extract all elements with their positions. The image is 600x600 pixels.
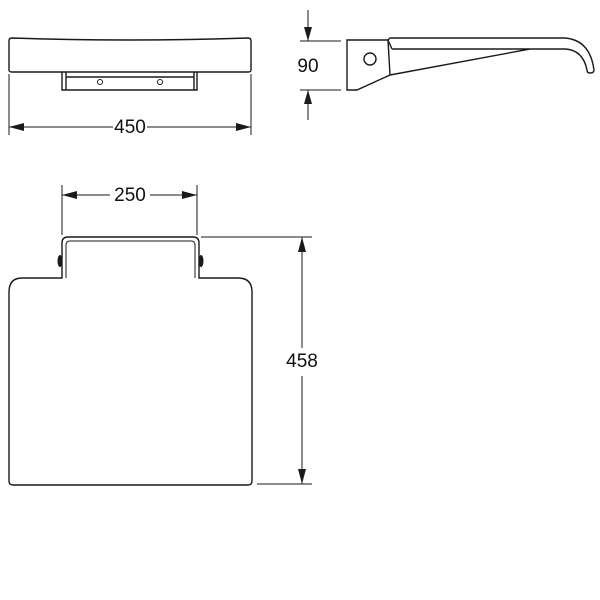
arrowhead [236, 123, 251, 131]
dimension-label-90: 90 [297, 56, 318, 77]
dimension-label-458: 458 [286, 351, 318, 372]
arrowhead [304, 27, 312, 41]
wall-plate-side [346, 39, 391, 91]
arrowhead [9, 123, 24, 131]
seat-plan-outline [8, 236, 253, 486]
mounting-hole [363, 52, 377, 66]
hinge-knob [57, 255, 63, 267]
arrowhead [298, 237, 306, 252]
front-view: 450 [8, 37, 252, 138]
screw-hole [157, 79, 163, 85]
side-view: 90 [297, 10, 595, 120]
dimension-label-450: 450 [114, 117, 146, 138]
bracket-front [61, 72, 198, 91]
dimension-lines-250 [61, 185, 198, 235]
arrowhead [304, 90, 312, 104]
arrowhead [298, 469, 306, 484]
arrowhead [182, 191, 197, 199]
bracket-inner-line [65, 240, 196, 278]
seat-front-outline [8, 37, 252, 73]
arrowhead [62, 191, 77, 199]
folding-arm-side [387, 37, 595, 76]
dimension-label-250: 250 [114, 185, 146, 206]
dimension-lines-90 [300, 10, 341, 120]
screw-hole [97, 79, 103, 85]
hinge-knob [198, 255, 204, 267]
plan-view: 250 458 [8, 185, 318, 486]
dimension-lines-450 [8, 74, 252, 135]
dimension-lines-458 [201, 236, 312, 485]
